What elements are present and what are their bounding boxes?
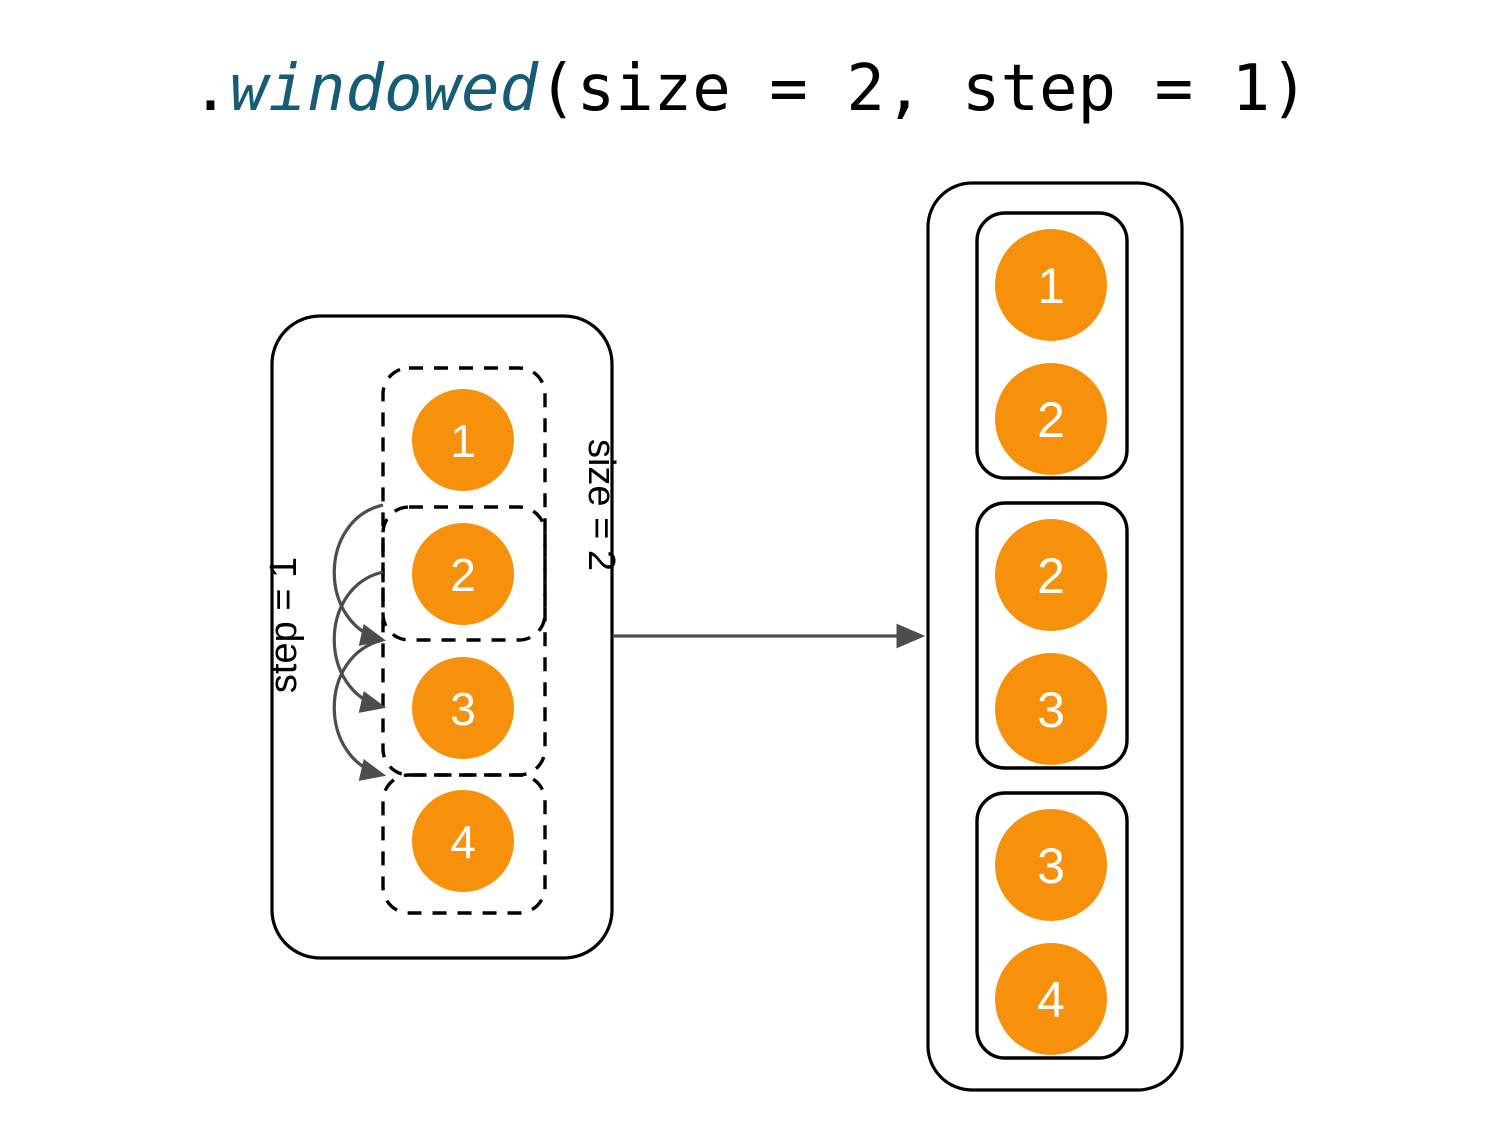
source-node-4-circle bbox=[412, 790, 514, 892]
result-node-2-2[interactable]: 3 bbox=[995, 653, 1107, 765]
result-node-3-1-circle bbox=[995, 809, 1107, 921]
result-node-1-1-label: 1 bbox=[1037, 258, 1065, 314]
size-annotation-label: size = 2 bbox=[580, 439, 622, 571]
result-collection[interactable]: 1 2 2 3 bbox=[926, 181, 1184, 1092]
svg-text:.windowed(size = 2, step = 1): .windowed(size = 2, step = 1) bbox=[191, 52, 1308, 126]
result-window-3-outline bbox=[975, 791, 1129, 1060]
source-window-2-outline bbox=[381, 505, 547, 777]
step-arrow-2 bbox=[332, 570, 387, 713]
result-node-3-2[interactable]: 4 bbox=[995, 943, 1107, 1055]
result-node-2-2-label: 3 bbox=[1037, 682, 1065, 738]
result-node-2-1-label: 2 bbox=[1037, 548, 1065, 604]
step-arrow-1 bbox=[332, 503, 387, 646]
title-expression: .windowed(size = 2, step = 1) bbox=[191, 52, 1308, 126]
result-node-1-1-circle bbox=[995, 229, 1107, 341]
result-node-1-2[interactable]: 2 bbox=[995, 363, 1107, 475]
result-node-1-2-label: 2 bbox=[1037, 392, 1065, 448]
result-node-3-2-circle bbox=[995, 943, 1107, 1055]
step-annotation-label: step = 1 bbox=[263, 557, 305, 693]
result-node-2-1-circle bbox=[995, 519, 1107, 631]
source-node-1-label: 1 bbox=[450, 415, 476, 467]
result-collection-outline bbox=[926, 181, 1184, 1092]
result-node-3-1-label: 3 bbox=[1037, 838, 1065, 894]
source-node-1-circle bbox=[412, 389, 514, 491]
title-method-name: windowed bbox=[230, 52, 540, 126]
result-node-1-2-circle bbox=[995, 363, 1107, 475]
source-collection-outline bbox=[270, 314, 614, 960]
result-window-3[interactable]: 3 4 bbox=[975, 791, 1129, 1060]
step-arrow-3 bbox=[332, 638, 387, 781]
title-arguments: (size = 2, step = 1) bbox=[538, 52, 1309, 126]
title-prefix: . bbox=[191, 52, 230, 126]
result-window-2-outline bbox=[975, 501, 1129, 770]
source-node-2-label: 2 bbox=[450, 549, 476, 601]
source-node-4[interactable]: 4 bbox=[412, 790, 514, 892]
result-node-2-2-circle bbox=[995, 653, 1107, 765]
source-window-2[interactable] bbox=[381, 505, 547, 777]
result-node-3-1[interactable]: 3 bbox=[995, 809, 1107, 921]
result-window-1-outline bbox=[975, 211, 1129, 480]
result-window-1[interactable]: 1 2 bbox=[975, 211, 1129, 480]
source-window-1-outline bbox=[381, 366, 547, 642]
result-window-2[interactable]: 2 3 bbox=[975, 501, 1129, 770]
source-node-4-label: 4 bbox=[450, 816, 476, 868]
source-window-1[interactable] bbox=[381, 366, 547, 642]
source-node-2[interactable]: 2 bbox=[412, 523, 514, 625]
source-node-1[interactable]: 1 bbox=[412, 389, 514, 491]
source-node-3-circle bbox=[412, 657, 514, 759]
result-node-3-2-label: 4 bbox=[1037, 972, 1065, 1028]
source-node-2-circle bbox=[412, 523, 514, 625]
result-node-2-1[interactable]: 2 bbox=[995, 519, 1107, 631]
source-node-3[interactable]: 3 bbox=[412, 657, 514, 759]
source-node-3-label: 3 bbox=[450, 683, 476, 735]
source-collection[interactable]: 1 2 3 4 s bbox=[263, 314, 622, 960]
result-node-1-1[interactable]: 1 bbox=[995, 229, 1107, 341]
